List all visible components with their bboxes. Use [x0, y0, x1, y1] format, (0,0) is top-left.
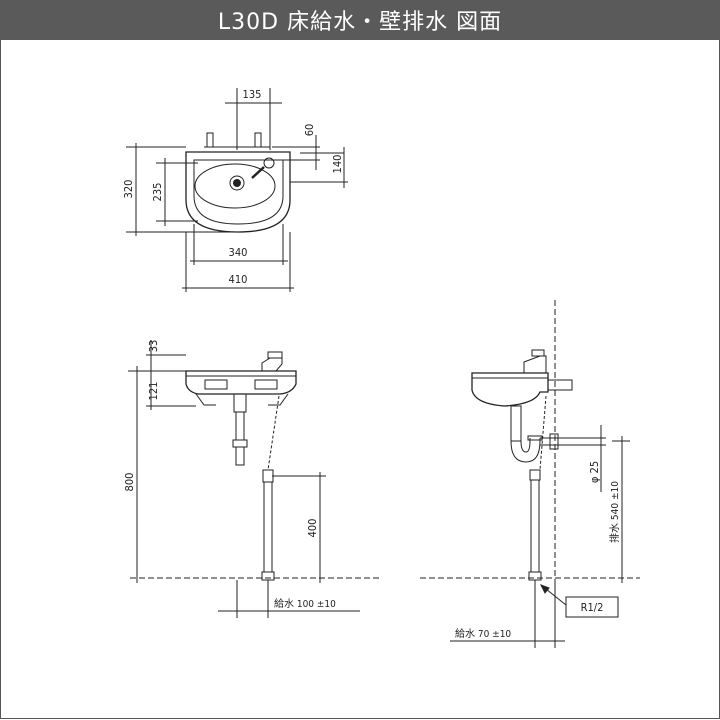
- side-basin-body: [471, 372, 549, 407]
- drawing-title: L30D 床給水・壁排水 図面: [217, 10, 503, 35]
- dim-140: 140: [331, 155, 344, 174]
- basin-outline-outer: [185, 151, 291, 233]
- dim-supply-70: 給水 70 ±10: [455, 627, 511, 640]
- dim-25: φ 25: [588, 461, 601, 483]
- dim-800: 800: [123, 473, 136, 492]
- drawing-title-bar: L30D 床給水・壁排水 図面: [0, 0, 720, 40]
- dim-r12: R1/2: [581, 601, 604, 614]
- faucet-spout: [251, 166, 265, 179]
- dim-410: 410: [229, 273, 248, 286]
- drain-center: [233, 179, 241, 187]
- dim-33: 33: [147, 340, 160, 353]
- front-basin-body: [185, 370, 297, 395]
- side-view: [420, 300, 640, 648]
- front-faucet: [261, 357, 283, 372]
- dim-400: 400: [306, 519, 319, 538]
- dim-135: 135: [243, 88, 262, 101]
- supply-riser-right: [254, 132, 262, 148]
- faucet-circle: [263, 157, 275, 169]
- dim-235: 235: [151, 183, 164, 202]
- top-view: [126, 88, 348, 292]
- dim-320: 320: [122, 180, 135, 199]
- dim-340: 340: [229, 246, 248, 259]
- supply-riser-left: [206, 132, 214, 148]
- dim-121: 121: [147, 382, 160, 401]
- dim-60: 60: [303, 124, 316, 137]
- bowl-ellipse: [194, 163, 276, 209]
- r12-box: [565, 596, 619, 618]
- front-view: [128, 340, 380, 618]
- basin-outline-inner: [193, 159, 284, 225]
- dim-supply-100: 給水 100 ±10: [274, 597, 336, 610]
- drain-circle: [229, 175, 245, 191]
- dim-drain-540: 排水 540 ±10: [608, 481, 621, 543]
